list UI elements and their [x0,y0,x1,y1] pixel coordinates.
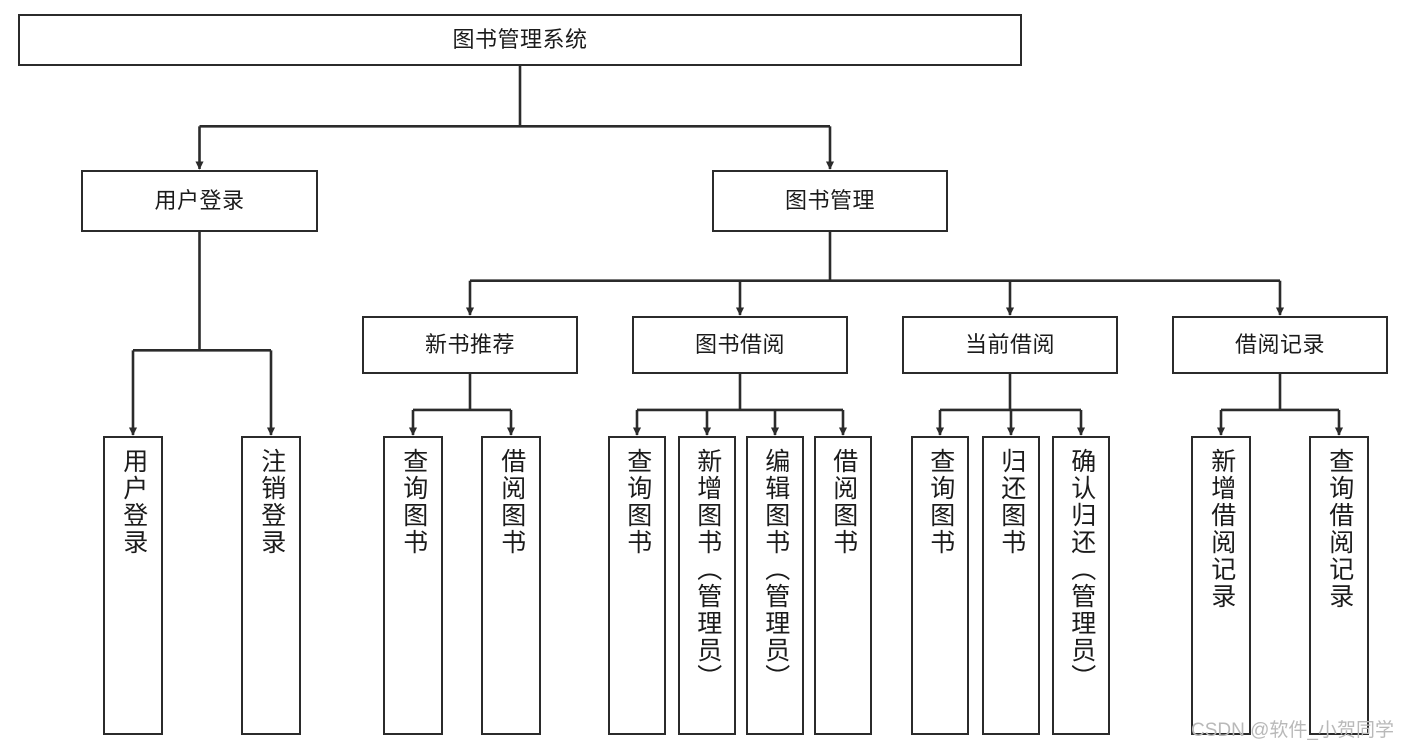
node-label: 当前借阅 [964,331,1055,357]
node-leaf-query-book-2[interactable]: 查询图书 [608,436,666,735]
node-user-login[interactable]: 用户登录 [81,170,318,232]
node-label: 新书推荐 [424,331,515,357]
node-label: 确认归还（管理员） [1067,448,1096,691]
node-leaf-user-login[interactable]: 用户登录 [103,436,163,735]
node-label: 查询图书 [399,448,428,556]
node-label: 查询图书 [926,448,955,556]
watermark-text: CSDN @软件_小贺同学 [1191,720,1394,741]
node-leaf-logout[interactable]: 注销登录 [241,436,301,735]
node-leaf-query-book-1[interactable]: 查询图书 [383,436,443,735]
node-label: 查询借阅记录 [1325,448,1354,610]
node-label: 图书管理系统 [452,26,588,52]
node-label: 查询图书 [623,448,652,556]
node-label: 图书管理 [784,187,875,213]
node-new-book-rec[interactable]: 新书推荐 [362,316,578,374]
node-label: 图书借阅 [694,331,785,357]
node-borrow-record[interactable]: 借阅记录 [1172,316,1388,374]
node-book-manage[interactable]: 图书管理 [712,170,948,232]
node-label: 借阅图书 [497,448,526,556]
node-leaf-return-book[interactable]: 归还图书 [982,436,1040,735]
node-label: 借阅图书 [829,448,858,556]
node-leaf-query-book-3[interactable]: 查询图书 [911,436,969,735]
node-leaf-borrow-book-2[interactable]: 借阅图书 [814,436,872,735]
node-leaf-borrow-book-1[interactable]: 借阅图书 [481,436,541,735]
node-leaf-confirm-ret[interactable]: 确认归还（管理员） [1052,436,1110,735]
node-leaf-edit-book[interactable]: 编辑图书（管理员） [746,436,804,735]
node-root[interactable]: 图书管理系统 [18,14,1022,66]
node-label: 编辑图书（管理员） [761,448,790,691]
node-leaf-add-record[interactable]: 新增借阅记录 [1191,436,1251,735]
node-leaf-query-record[interactable]: 查询借阅记录 [1309,436,1369,735]
node-label: 用户登录 [154,187,245,213]
node-label: 借阅记录 [1234,331,1325,357]
node-label: 新增借阅记录 [1207,448,1236,610]
node-current-borrow[interactable]: 当前借阅 [902,316,1118,374]
node-label: 新增图书（管理员） [693,448,722,691]
node-label: 注销登录 [257,448,286,556]
node-label: 用户登录 [119,448,148,556]
node-label: 归还图书 [997,448,1026,556]
node-leaf-add-book[interactable]: 新增图书（管理员） [678,436,736,735]
node-book-borrow[interactable]: 图书借阅 [632,316,848,374]
